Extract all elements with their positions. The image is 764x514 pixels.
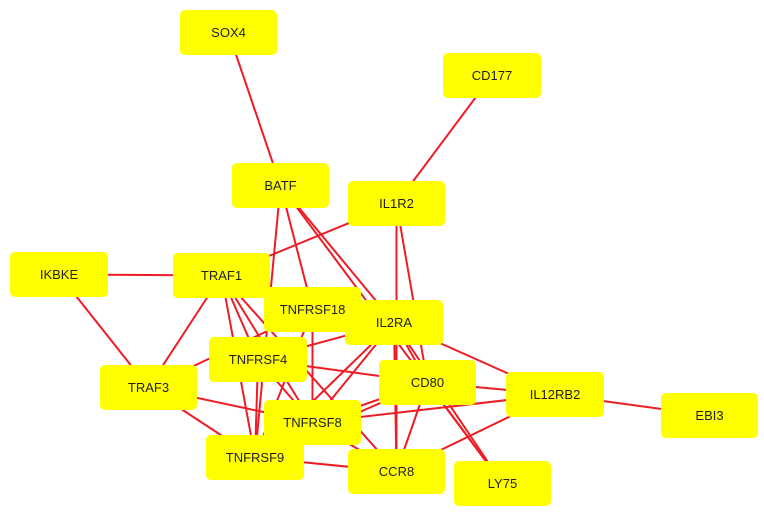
node-label: TNFRSF4 xyxy=(229,352,288,367)
node-box xyxy=(379,360,476,405)
node-il1r2[interactable]: IL1R2 xyxy=(348,181,445,226)
node-box xyxy=(232,163,329,208)
node-box xyxy=(264,400,361,445)
node-traf1[interactable]: TRAF1 xyxy=(173,253,270,298)
node-label: IL12RB2 xyxy=(530,387,581,402)
node-box xyxy=(10,252,108,297)
node-tnfrsf8[interactable]: TNFRSF8 xyxy=(264,400,361,445)
node-label: EBI3 xyxy=(695,408,723,423)
edge-batf-il2ra xyxy=(279,184,395,324)
node-box xyxy=(661,393,758,438)
node-label: TNFRSF9 xyxy=(226,450,285,465)
node-ccr8[interactable]: CCR8 xyxy=(348,449,445,494)
node-box xyxy=(209,337,307,382)
node-box xyxy=(348,181,445,226)
node-il2ra[interactable]: IL2RA xyxy=(345,300,443,345)
node-box xyxy=(443,53,541,98)
node-box xyxy=(206,435,304,480)
node-cd177[interactable]: CD177 xyxy=(443,53,541,98)
node-label: TNFRSF8 xyxy=(283,415,342,430)
node-il12rb2[interactable]: IL12RB2 xyxy=(506,372,604,417)
node-label: BATF xyxy=(264,178,296,193)
node-label: TRAF3 xyxy=(128,380,169,395)
node-tnfrsf9[interactable]: TNFRSF9 xyxy=(206,435,304,480)
node-label: IKBKE xyxy=(40,267,79,282)
node-box xyxy=(173,253,270,298)
node-box xyxy=(264,287,361,332)
network-edges xyxy=(58,32,710,485)
node-ikbke[interactable]: IKBKE xyxy=(10,252,108,297)
node-batf[interactable]: BATF xyxy=(232,163,329,208)
node-tnfrsf4[interactable]: TNFRSF4 xyxy=(209,337,307,382)
node-label: IL2RA xyxy=(376,315,412,330)
node-box xyxy=(506,372,604,417)
node-label: CD80 xyxy=(411,375,444,390)
node-ly75[interactable]: LY75 xyxy=(454,461,551,506)
node-tnfrsf18[interactable]: TNFRSF18 xyxy=(264,287,361,332)
node-box xyxy=(180,10,277,55)
edge-sox4-batf xyxy=(227,32,282,186)
node-label: CCR8 xyxy=(379,464,414,479)
node-label: IL1R2 xyxy=(379,196,414,211)
node-ebi3[interactable]: EBI3 xyxy=(661,393,758,438)
edge-il1r2-cd80 xyxy=(395,203,429,383)
node-box xyxy=(100,365,197,410)
node-cd80[interactable]: CD80 xyxy=(379,360,476,405)
node-sox4[interactable]: SOX4 xyxy=(180,10,277,55)
edge-traf1-ccr8 xyxy=(220,274,398,473)
node-traf3[interactable]: TRAF3 xyxy=(100,365,197,410)
node-label: TRAF1 xyxy=(201,268,242,283)
node-box xyxy=(345,300,443,345)
node-box xyxy=(348,449,445,494)
node-label: TNFRSF18 xyxy=(280,302,346,317)
node-box xyxy=(454,461,551,506)
node-label: SOX4 xyxy=(211,25,246,40)
node-label: CD177 xyxy=(472,68,512,83)
node-label: LY75 xyxy=(488,476,517,491)
